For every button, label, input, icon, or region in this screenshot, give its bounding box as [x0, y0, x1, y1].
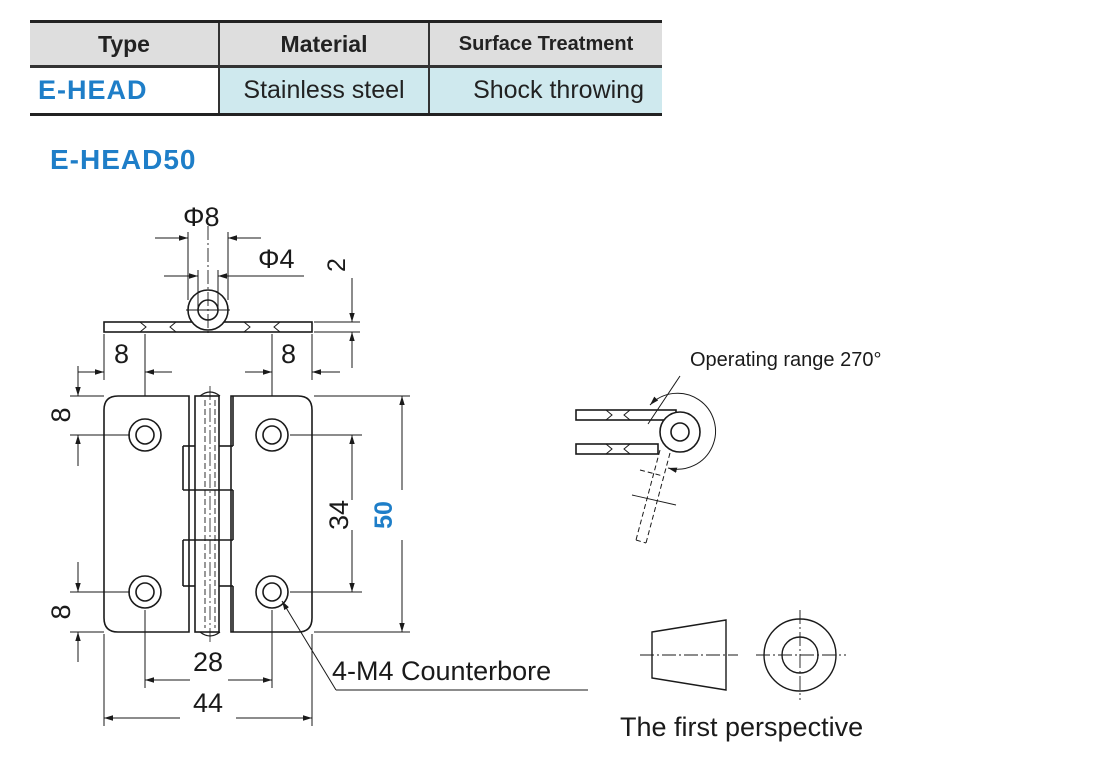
operating-range-label: Operating range 270° [690, 349, 881, 371]
header-type: Type [30, 23, 218, 65]
cell-material: Stainless steel [218, 68, 428, 113]
table-bottom-rule [30, 113, 662, 116]
hole-top-right [255, 418, 289, 452]
dim-vertical-right [290, 395, 410, 633]
dim-top-offset-right-label: 8 [281, 339, 296, 369]
hole-top-left [128, 418, 162, 452]
spec-table: Type Material Surface Treatment E-HEAD S… [30, 20, 662, 116]
top-view [103, 226, 313, 334]
table-header-row: Type Material Surface Treatment [30, 23, 662, 65]
model-title: E-HEAD50 [50, 144, 197, 175]
dim-side-offset-top-label: 8 [46, 407, 76, 422]
dim-thickness [314, 278, 360, 368]
table-mid-rule [30, 65, 662, 68]
dim-height-label: 50 [370, 501, 398, 529]
dim-width-label: 44 [193, 688, 223, 718]
cell-surface-treatment: Shock throwing [428, 68, 662, 113]
hole-bottom-right [255, 575, 289, 609]
dim-top-offset-left-label: 8 [114, 339, 129, 369]
cell-type: E-HEAD [30, 68, 218, 113]
dim-phi8-label: Φ8 [183, 202, 220, 232]
table-data-row: E-HEAD Stainless steel Shock throwing [30, 68, 662, 113]
dim-side-offsets [70, 366, 130, 662]
header-material: Material [218, 23, 428, 65]
dim-hole-pitch-horizontal-label: 28 [193, 647, 223, 677]
header-surface-treatment: Surface Treatment [428, 23, 662, 65]
holes-note-leader [281, 600, 588, 691]
hole-bottom-left [128, 575, 162, 609]
side-view [575, 375, 717, 544]
front-view [103, 386, 313, 642]
dim-side-offset-bottom-label: 8 [46, 604, 76, 619]
projection-caption: The first perspective [620, 712, 863, 742]
dim-thickness-label: 2 [323, 258, 351, 272]
dim-hole-pitch-vertical-label: 34 [324, 500, 354, 530]
dim-phi4-label: Φ4 [258, 244, 295, 274]
dim-phi8 [155, 232, 261, 300]
dim-phi4 [164, 270, 304, 310]
table-top-rule [30, 20, 662, 23]
dim-horizontal-bottom [103, 610, 313, 726]
holes-note-label: 4-M4 Counterbore [332, 656, 551, 686]
projection-symbol [640, 610, 846, 700]
